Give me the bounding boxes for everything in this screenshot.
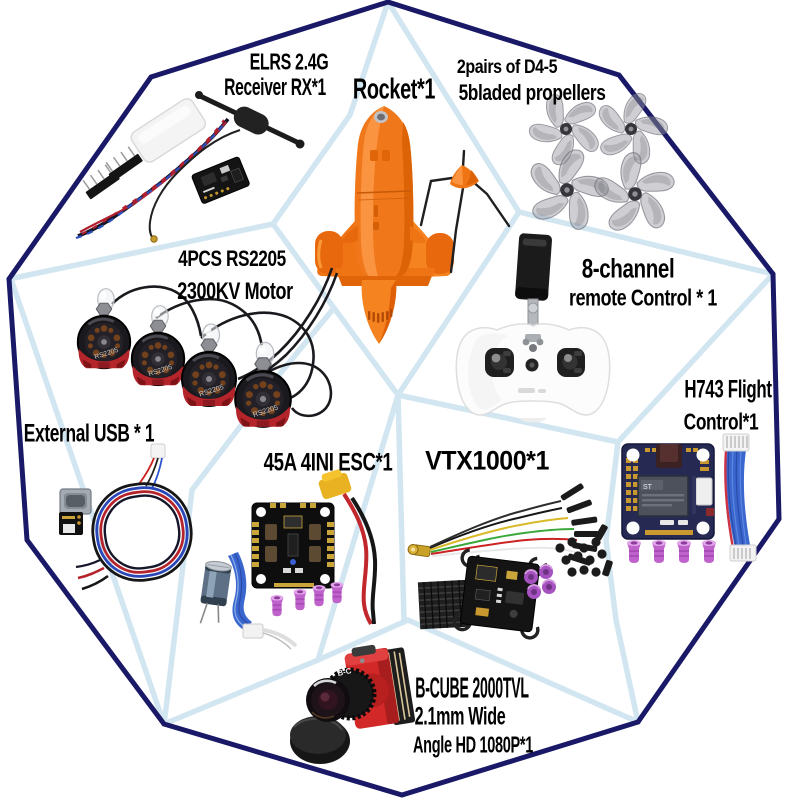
svg-text:ST: ST xyxy=(643,484,653,491)
svg-text:B-C: B-C xyxy=(337,666,353,678)
